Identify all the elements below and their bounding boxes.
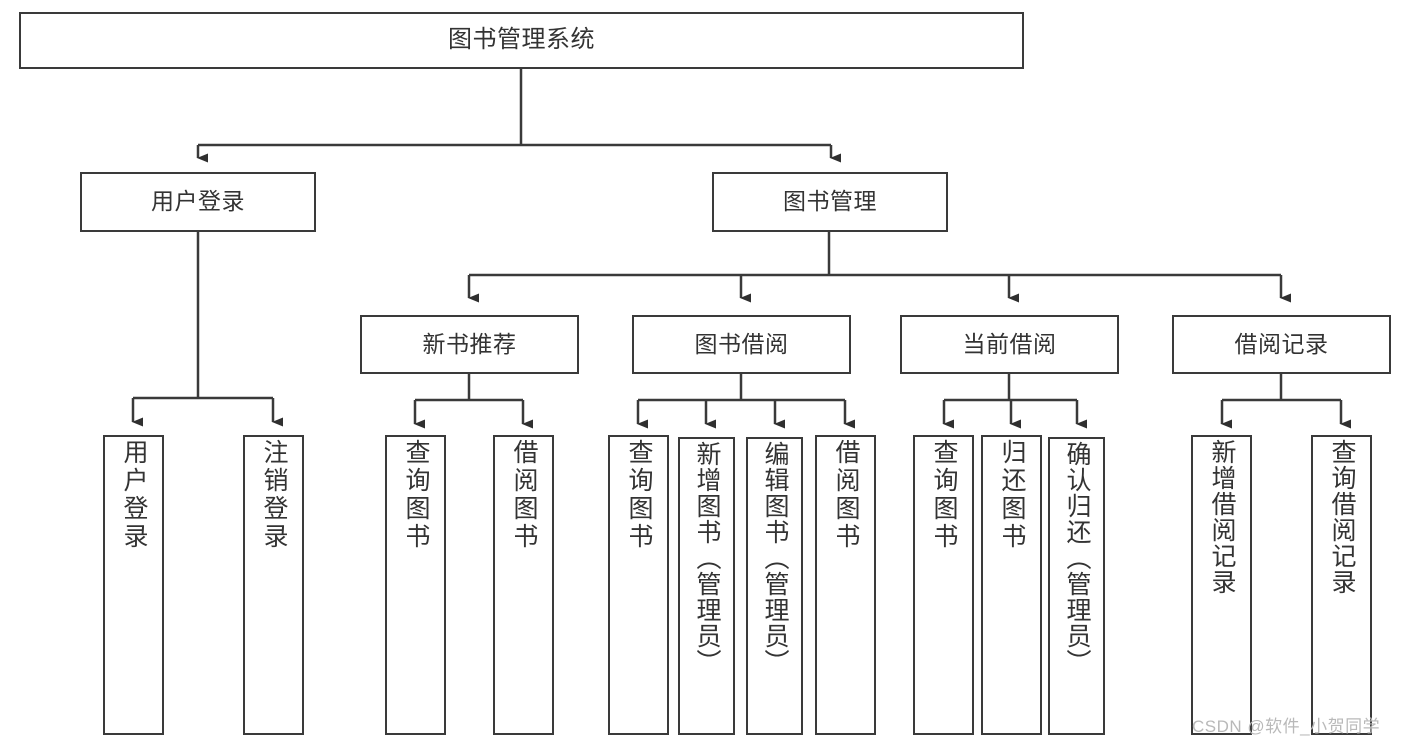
- csdn-watermark: CSDN @软件_小贺同学: [1192, 717, 1381, 736]
- node-label: 查询图书: [625, 439, 653, 551]
- node-root-system[interactable]: 图书管理系统: [19, 12, 1024, 69]
- node-label: 借阅图书: [510, 439, 538, 551]
- leaf-borrow-book[interactable]: 借阅图书: [815, 435, 876, 735]
- node-label: 新增借阅记录: [1208, 439, 1236, 595]
- node-label: 借阅图书: [832, 439, 860, 551]
- leaf-add-borrow-record[interactable]: 新增借阅记录: [1191, 435, 1252, 735]
- leaf-borrow-book-recommend[interactable]: 借阅图书: [493, 435, 554, 735]
- node-book-borrow[interactable]: 图书借阅: [632, 315, 851, 374]
- node-book-management[interactable]: 图书管理: [712, 172, 948, 232]
- edges-user-login-to-leaves: [131, 232, 283, 427]
- node-borrow-records[interactable]: 借阅记录: [1172, 315, 1391, 374]
- edges-book-mgmt-to-level2: [467, 232, 1291, 303]
- node-label: 归还图书: [998, 439, 1026, 551]
- edges-records-to-leaves: [1220, 374, 1351, 429]
- edges-current-to-leaves: [942, 374, 1087, 429]
- leaf-user-login[interactable]: 用户登录: [103, 435, 164, 735]
- node-label: 借阅记录: [1234, 330, 1329, 357]
- node-label: 确认归还（管理员）: [1063, 441, 1091, 675]
- node-label: 新增图书（管理员）: [693, 441, 721, 675]
- leaf-query-book-borrow[interactable]: 查询图书: [608, 435, 669, 735]
- edges-new-book-to-leaves: [413, 374, 533, 429]
- node-label: 图书借阅: [694, 330, 789, 357]
- leaf-query-book-current[interactable]: 查询图书: [913, 435, 974, 735]
- node-label: 图书管理: [783, 188, 877, 215]
- node-label: 编辑图书（管理员）: [761, 441, 789, 675]
- node-current-borrow[interactable]: 当前借阅: [900, 315, 1119, 374]
- node-new-book-recommend[interactable]: 新书推荐: [360, 315, 579, 374]
- node-label: 用户登录: [151, 188, 245, 215]
- node-label: 图书管理系统: [448, 26, 595, 54]
- node-user-login[interactable]: 用户登录: [80, 172, 316, 232]
- node-label: 查询借阅记录: [1328, 439, 1356, 595]
- leaf-query-borrow-record[interactable]: 查询借阅记录: [1311, 435, 1372, 735]
- leaf-return-book[interactable]: 归还图书: [981, 435, 1042, 735]
- node-label: 查询图书: [930, 439, 958, 551]
- node-label: 注销登录: [260, 439, 288, 551]
- edges-borrow-to-leaves: [636, 374, 855, 429]
- node-label: 新书推荐: [422, 330, 517, 357]
- leaf-logout[interactable]: 注销登录: [243, 435, 304, 735]
- node-label: 用户登录: [120, 439, 148, 551]
- node-label: 查询图书: [402, 439, 430, 551]
- leaf-query-book-recommend[interactable]: 查询图书: [385, 435, 446, 735]
- leaf-confirm-return-admin[interactable]: 确认归还（管理员）: [1048, 437, 1105, 735]
- node-label: 当前借阅: [962, 330, 1057, 357]
- edges-root-to-level1: [196, 69, 841, 163]
- leaf-edit-book-admin[interactable]: 编辑图书（管理员）: [746, 437, 803, 735]
- leaf-add-book-admin[interactable]: 新增图书（管理员）: [678, 437, 735, 735]
